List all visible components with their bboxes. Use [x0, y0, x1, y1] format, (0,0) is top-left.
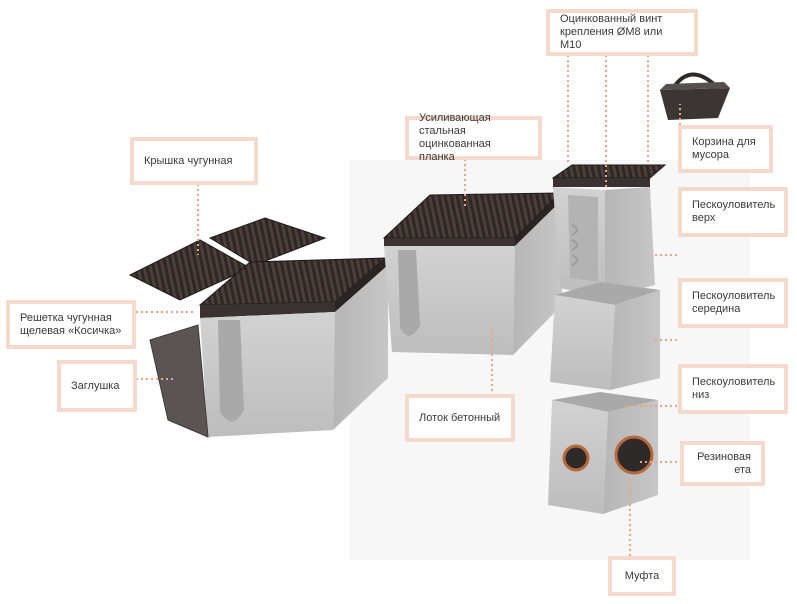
label-cover: Крышка чугунная	[130, 137, 258, 185]
label-trap-bottom: Пескоуловитель низ	[678, 364, 788, 414]
label-end-cap: Заглушка	[57, 360, 137, 412]
label-trap-top-text: Пескоуловитель верх	[692, 199, 776, 224]
label-end-cap-text: Заглушка	[71, 379, 120, 392]
label-trap-bottom-text: Пескоуловитель низ	[692, 376, 776, 401]
label-trap-top: Пескоуловитель верх	[678, 187, 788, 237]
sand-trap-bottom	[548, 392, 658, 514]
sand-trap-middle	[550, 282, 660, 390]
concrete-channel-with-grate	[198, 257, 388, 437]
label-steel-strip-text: Усиливающая стальная оцинкованная планка	[419, 112, 491, 163]
label-trap-middle: Пескоуловитель середина	[678, 278, 788, 328]
label-coupling: Муфта	[608, 556, 676, 596]
concrete-channel-second	[382, 192, 562, 355]
leader-lines	[136, 55, 681, 556]
label-rubber-seal: Резиновая ета	[680, 441, 765, 486]
label-concrete-channel-text: Лоток бетонный	[419, 411, 501, 424]
label-basket-text: Корзина для мусора	[692, 136, 756, 161]
label-screw-text: Оцинкованный винт крепления ØМ8 или М10	[560, 13, 663, 51]
sand-trap-top	[551, 164, 667, 298]
label-grate-text: Решетка чугунная щелевая «Косичка»	[20, 311, 122, 337]
label-rubber-seal-text: Резиновая ета	[697, 450, 751, 476]
label-concrete-channel: Лоток бетонный	[405, 394, 515, 442]
trash-basket	[660, 72, 730, 120]
label-coupling-text: Муфта	[624, 569, 660, 582]
label-trap-middle-text: Пескоуловитель середина	[692, 290, 776, 315]
end-cap	[149, 324, 209, 438]
label-basket: Корзина для мусора	[678, 125, 773, 173]
label-grate: Решетка чугунная щелевая «Косичка»	[6, 300, 136, 349]
label-cover-text: Крышка чугунная	[144, 154, 233, 167]
label-screw: Оцинкованный винт крепления ØМ8 или М10	[546, 9, 698, 56]
label-steel-strip: Усиливающая стальная оцинкованная планка	[405, 112, 542, 163]
